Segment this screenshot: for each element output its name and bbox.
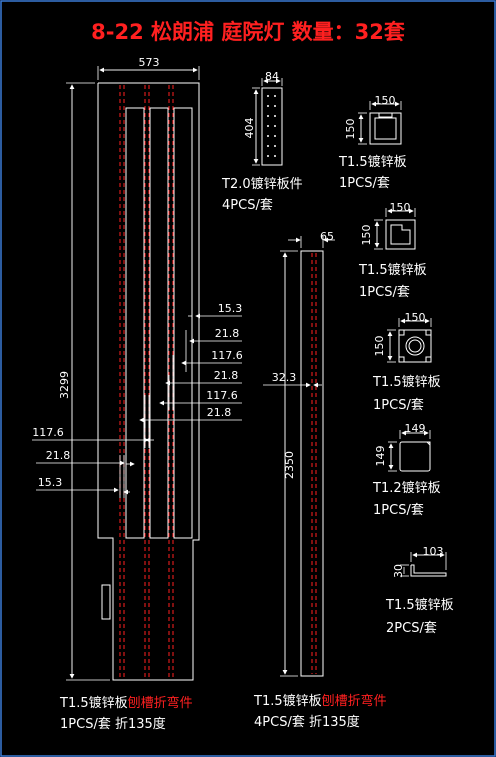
- main-panel-label-2: 1PCS/套 折135度: [60, 716, 166, 732]
- dim-part-e-w-label: 103: [423, 545, 444, 558]
- part-e-label-2: 2PCS/套: [386, 620, 437, 636]
- part-c: [398, 329, 432, 363]
- dim-r-f-label: 21.8: [207, 406, 232, 419]
- part-b-label-1: T1.5镀锌板: [358, 262, 427, 278]
- part-d: [399, 441, 431, 472]
- dim-side: [263, 236, 335, 677]
- part-b-label-2: 1PCS/套: [359, 284, 410, 300]
- part-plate-holes: [267, 95, 276, 157]
- main-panel-fold-lines: [119, 85, 174, 678]
- dim-part-d-h-label: 149: [374, 446, 387, 467]
- part-e-label-1: T1.5镀锌板: [385, 597, 454, 613]
- dim-plate-width-label: 84: [265, 70, 279, 83]
- dim-side-height-label: 2350: [283, 451, 296, 479]
- part-plate-label-1: T2.0镀锌板件: [221, 176, 303, 192]
- dim-part-e: [400, 552, 447, 577]
- dim-r-e-label: 117.6: [206, 389, 238, 402]
- dim-main-width: [97, 66, 200, 80]
- dim-r-b-label: 21.8: [215, 327, 240, 340]
- part-d-label-2: 1PCS/套: [373, 502, 424, 518]
- dim-part-c: [387, 318, 432, 363]
- dim-part-b-h-label: 150: [360, 225, 373, 246]
- main-panel-label-1: T1.5镀锌板刨槽折弯件: [59, 695, 193, 711]
- dim-part-b-w-label: 150: [390, 201, 411, 214]
- dim-main-cuts-right: [139, 306, 242, 428]
- dim-plate: [252, 78, 283, 166]
- side-panel-label-2: 4PCS/套 折135度: [254, 714, 360, 730]
- dim-side-offset-label: 32.3: [272, 371, 297, 384]
- part-a-label-1: T1.5镀锌板: [338, 154, 407, 170]
- dim-main-height: [66, 82, 110, 681]
- drawing-title: 8-22 松朗浦 庭院灯 数量：32套: [91, 20, 405, 44]
- dim-r-a-label: 15.3: [218, 302, 243, 315]
- dim-r-d-label: 21.8: [214, 369, 239, 382]
- dim-cut3-label: 15.3: [38, 476, 63, 489]
- dim-main-width-label: 573: [139, 56, 160, 69]
- dim-side-width-label: 65: [320, 230, 334, 243]
- dim-part-a-h-label: 150: [344, 119, 357, 140]
- part-d-label-1: T1.2镀锌板: [372, 480, 441, 496]
- dim-plate-height-label: 404: [243, 118, 256, 139]
- side-panel-label-1: T1.5镀锌板刨槽折弯件: [253, 693, 387, 709]
- side-panel: [300, 250, 324, 677]
- dim-part-c-w-label: 150: [405, 311, 426, 324]
- dim-part-d: [388, 430, 431, 472]
- dim-part-a: [358, 101, 402, 145]
- dim-cut2-label: 21.8: [46, 449, 71, 462]
- part-plate: [261, 87, 283, 166]
- part-a-label-2: 1PCS/套: [339, 175, 390, 191]
- part-a: [369, 112, 402, 145]
- dim-r-c-label: 117.6: [211, 349, 243, 362]
- dim-part-c-h-label: 150: [373, 336, 386, 357]
- dim-part-b: [374, 208, 416, 250]
- part-e: [410, 564, 447, 577]
- dim-main-height-label: 3299: [58, 371, 71, 399]
- dim-part-d-w-label: 149: [405, 422, 426, 435]
- part-plate-label-2: 4PCS/套: [222, 197, 273, 213]
- part-b: [385, 219, 416, 250]
- dim-part-e-h-label: 30: [392, 564, 405, 578]
- dim-part-a-w-label: 150: [375, 94, 396, 107]
- part-c-label-2: 1PCS/套: [373, 397, 424, 413]
- side-panel-fold-lines: [311, 253, 317, 674]
- part-c-label-1: T1.5镀锌板: [372, 374, 441, 390]
- dim-cut1-label: 117.6: [32, 426, 64, 439]
